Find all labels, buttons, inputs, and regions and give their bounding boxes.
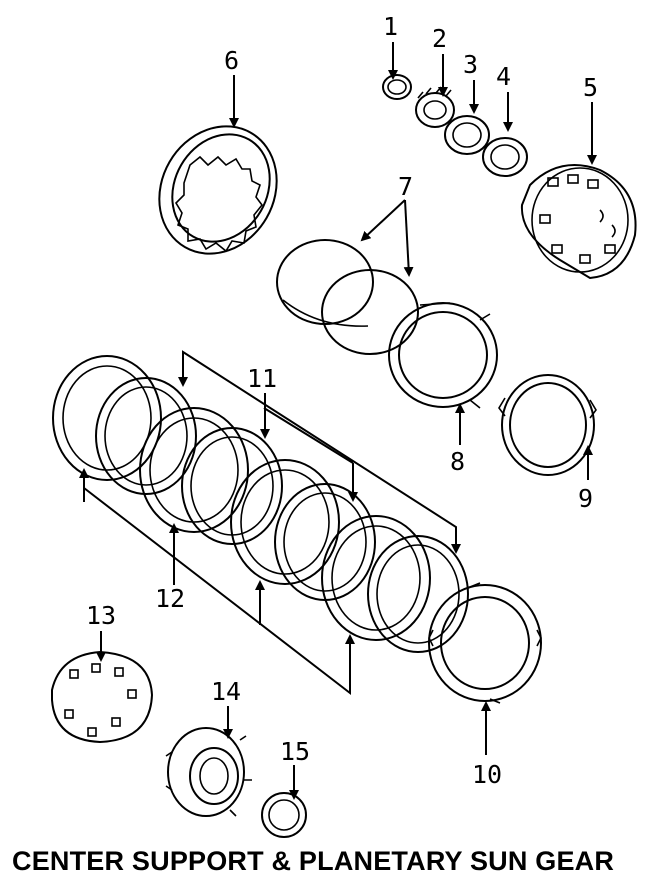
callout-4: 4 [496, 62, 511, 91]
part-2-bearing [415, 86, 455, 128]
callout-13: 13 [86, 601, 116, 630]
part-14-sun-gear [165, 727, 252, 817]
diagram-title: CENTER SUPPORT & PLANETARY SUN GEAR [12, 846, 615, 876]
callout-7: 7 [398, 172, 413, 201]
part-9-snap-ring [498, 374, 597, 476]
callout-11: 11 [247, 364, 277, 393]
part-3-washer [444, 115, 490, 155]
part-13-spline-hub [51, 650, 154, 744]
leader-lines [79, 42, 597, 800]
callout-12: 12 [155, 584, 185, 613]
callout-15: 15 [280, 737, 310, 766]
part-5-planetary-carrier [520, 164, 637, 280]
callout-9: 9 [578, 484, 593, 513]
part-8-ring [388, 302, 498, 409]
callout-2: 2 [432, 24, 447, 53]
part-7-seal-rings [276, 239, 419, 355]
part-1-ring [382, 74, 412, 100]
callout-6: 6 [224, 46, 239, 75]
part-10-pressure-plate [428, 582, 542, 704]
callout-14: 14 [211, 677, 241, 706]
callout-3: 3 [463, 50, 478, 79]
callout-5: 5 [583, 73, 598, 102]
callout-1: 1 [383, 12, 398, 41]
part-4-washer [482, 137, 528, 177]
callout-10: 10 [472, 760, 502, 789]
part-6-clutch-drum [158, 125, 278, 255]
callout-8: 8 [450, 447, 465, 476]
clutch-plate-stack [52, 355, 469, 653]
part-15-snap-ring [261, 792, 307, 838]
